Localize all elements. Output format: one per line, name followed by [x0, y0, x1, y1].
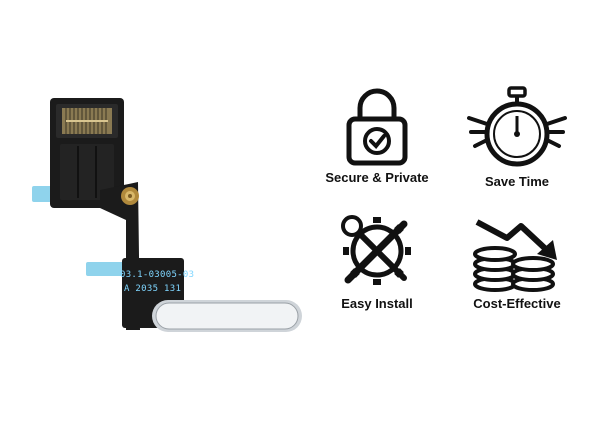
- feature-label: Save Time: [484, 174, 550, 189]
- pcb-code-line-2: A 2035 131: [124, 284, 181, 294]
- touch-id-flex-cable-image: 03.1-03005-03 A 2035 131: [32, 98, 302, 332]
- feature-easy-install: Easy Install: [312, 208, 442, 311]
- coins-down-arrow-icon: [473, 219, 557, 292]
- feature-secure-private: Secure & Private: [312, 86, 442, 185]
- feature-label: Secure & Private: [325, 170, 429, 185]
- blue-tab-lower: [86, 262, 132, 276]
- feature-label: Cost-Effective: [473, 296, 561, 311]
- pcb-code-line-1: 03.1-03005-03: [120, 270, 194, 280]
- padlock-check-icon: [346, 88, 408, 166]
- gear-tools-icon: [341, 215, 411, 285]
- winged-stopwatch-icon: [467, 86, 567, 167]
- feature-cost-effective: Cost-Effective: [452, 208, 582, 311]
- feature-save-time: Save Time: [452, 86, 582, 189]
- feature-label: Easy Install: [341, 296, 413, 311]
